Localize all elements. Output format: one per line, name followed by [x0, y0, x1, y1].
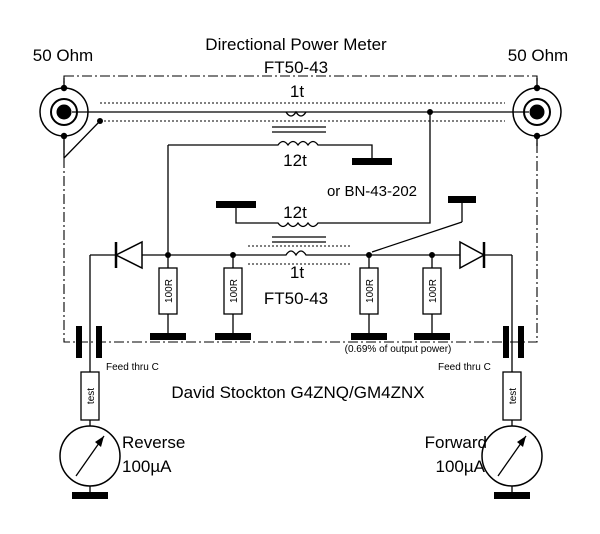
transformer-top [167, 110, 392, 252]
secondary-turns-bottom: 12t [283, 203, 307, 222]
output-note: (0.69% of output power) [345, 344, 452, 355]
test-label-left: test [86, 388, 97, 404]
transformer-bottom [142, 112, 476, 265]
resistor-4: 100R [414, 255, 450, 340]
primary-turns-top: 1t [290, 82, 304, 101]
resistor-3-label: 100R [365, 279, 376, 303]
resistor-4-label: 100R [428, 279, 439, 303]
feedthru-right-label: Feed thru C [438, 362, 491, 373]
alt-core-label: or BN-43-202 [327, 183, 417, 200]
secondary-turns-top: 12t [283, 151, 307, 170]
feedthru-left-label: Feed thru C [106, 362, 159, 373]
meter-forward [481, 425, 543, 499]
meter-left-range: 100µA [122, 457, 172, 476]
feedthru-cap-left [76, 326, 102, 372]
core-bottom-label: FT50-43 [264, 289, 328, 308]
diode-forward [450, 240, 513, 326]
resistor-2-label: 100R [229, 279, 240, 303]
enclosure-boundary [63, 75, 538, 343]
meter-left-name: Reverse [122, 433, 185, 452]
resistor-1: 100R [150, 255, 186, 340]
through-line [63, 102, 529, 159]
meter-right-range: 100µA [436, 457, 486, 476]
feedthru-cap-right [503, 326, 524, 372]
core-top-label: FT50-43 [264, 58, 328, 77]
author-label: David Stockton G4ZNQ/GM4ZNX [171, 383, 424, 402]
test-resistor-right: test [502, 371, 522, 426]
diagram-title: Directional Power Meter [205, 35, 387, 54]
resistor-1-label: 100R [164, 279, 175, 303]
primary-turns-bottom: 1t [290, 263, 304, 282]
test-label-right: test [508, 388, 519, 404]
resistor-2: 100R [215, 255, 251, 340]
port-left-label: 50 Ohm [33, 46, 93, 65]
diode-reverse [89, 240, 143, 326]
coax-connector-left [39, 78, 89, 158]
coax-connector-right [512, 78, 562, 146]
test-resistor-left: test [80, 371, 100, 426]
port-right-label: 50 Ohm [508, 46, 568, 65]
meter-right-name: Forward [425, 433, 487, 452]
meter-reverse [59, 425, 121, 499]
resistor-3: 100R [351, 255, 387, 340]
